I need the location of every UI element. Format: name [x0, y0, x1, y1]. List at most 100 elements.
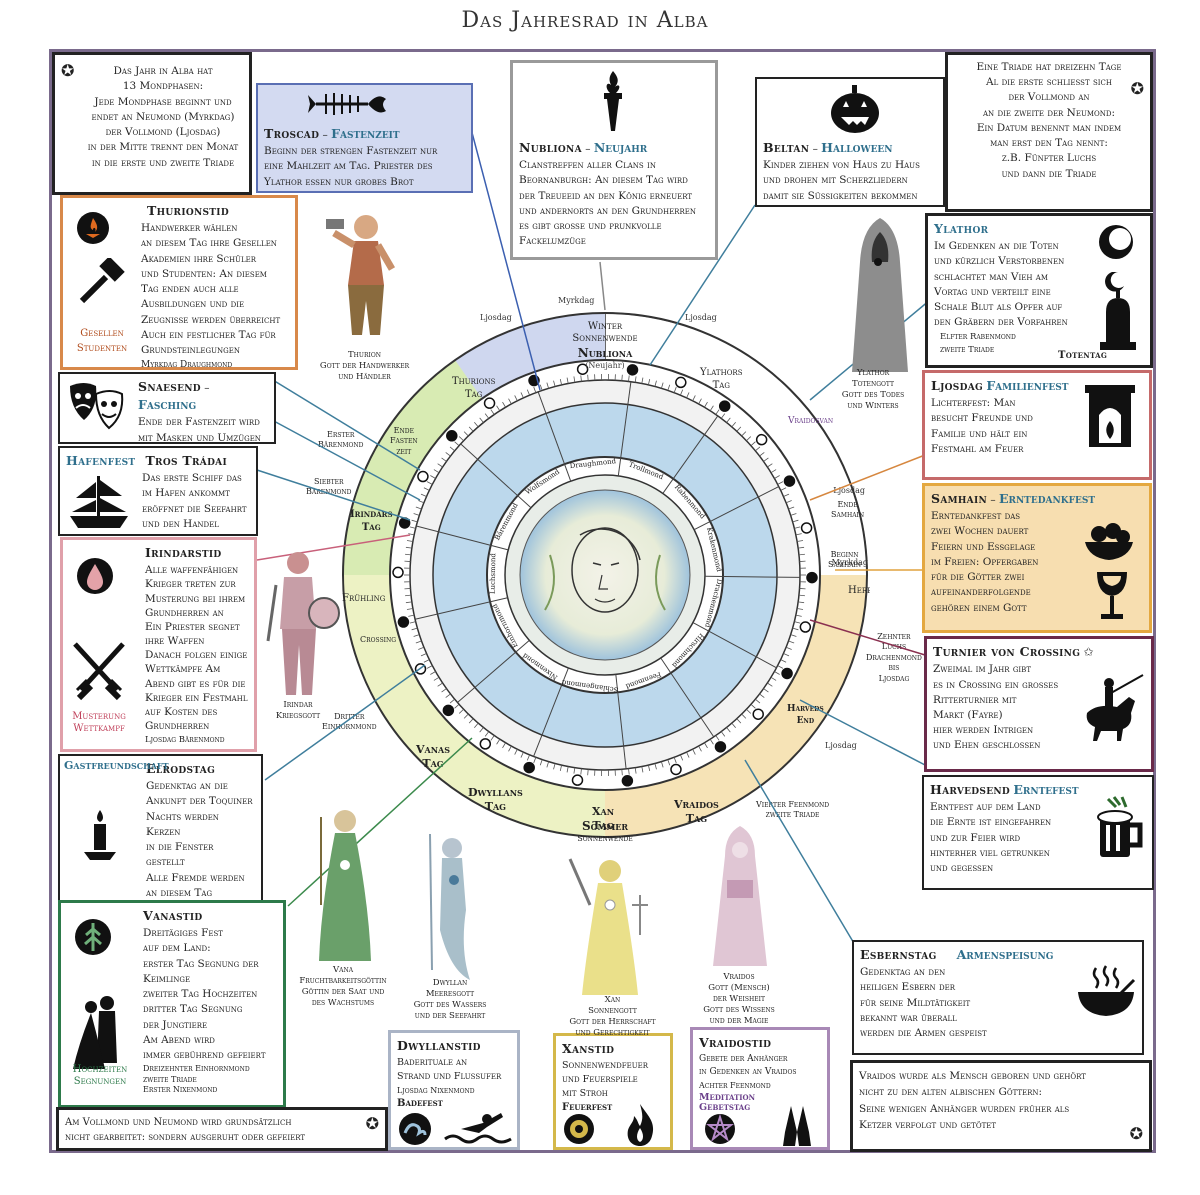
- page-title: Das Jahresrad in Alba: [461, 8, 709, 33]
- thurion-caption: Thurion Gott der Handwerker und Händler: [319, 350, 410, 383]
- day-tick: [526, 754, 530, 761]
- outer-frame: [49, 49, 1156, 1153]
- ljosdag-top-left: Ljosdag: [480, 313, 512, 322]
- nubliona-box: Nubliona – Neujahr Clanstreffen aller Cl…: [510, 60, 718, 260]
- day-tick: [580, 768, 582, 775]
- thurionstid-heading: Thurionstid: [147, 203, 229, 218]
- day-tick: [408, 533, 415, 536]
- soup-bowl-icon: [1078, 965, 1136, 1016]
- irindars-tag-label: Irindars Tag: [350, 509, 393, 533]
- day-tick: [790, 513, 797, 516]
- new-moon-marker: [806, 571, 818, 584]
- day-tick: [520, 751, 524, 758]
- irindar-figure: [266, 552, 340, 695]
- day-tick: [798, 553, 805, 556]
- day-tick: [763, 688, 769, 693]
- ylathor-heading: Ylathor: [934, 221, 989, 236]
- day-tick: [780, 487, 787, 491]
- day-tick: [546, 761, 549, 768]
- day-tick: [731, 422, 736, 428]
- turnier-heading: Turnier von Crossing: [933, 644, 1081, 659]
- nubliona-heading: Nubliona: [519, 140, 582, 155]
- day-tick: [634, 376, 637, 383]
- day-tick: [736, 426, 742, 432]
- day-tick: [750, 441, 756, 446]
- neujahr-label: (Neujahr): [585, 361, 624, 370]
- pumpkin-icon: [831, 85, 879, 133]
- dwyllanstid-heading: Dwyllanstid: [397, 1038, 481, 1053]
- irindarstid-text: Alle waffenfähigen Krieger treten zur Mu…: [145, 564, 248, 733]
- beginn-samhain-label: Beginn Samhain: [828, 550, 862, 570]
- ship-icon: [70, 476, 128, 528]
- day-tick: [406, 540, 413, 542]
- full-moon-marker: [670, 763, 682, 776]
- vraidostid-heading: Vraidostid: [699, 1035, 772, 1050]
- moon-divider: [416, 525, 509, 551]
- dwyllan-figure: [429, 833, 470, 980]
- day-tick: [526, 389, 530, 396]
- moon-divider: [414, 597, 508, 620]
- vraidostid-footer: Achter Feenmond: [699, 1081, 771, 1091]
- beltan-subheading: Halloween: [821, 140, 893, 155]
- troscad-subheading: Fastenzeit: [331, 126, 400, 141]
- day-tick: [798, 594, 805, 597]
- moon-divider: [615, 674, 627, 769]
- vraidos-caption: Vraidos Gott (Mensch) der Weisheit Gott …: [703, 972, 775, 1027]
- day-tick: [580, 375, 582, 382]
- dwyllans-tag-label: Dwyllans Tag: [468, 786, 523, 814]
- day-tick: [468, 718, 474, 724]
- day-tick: [709, 738, 714, 745]
- fruit-bowl-icon: [1085, 523, 1133, 560]
- thurionstid-box: Thurionstid Handwerker wählen an diesem …: [60, 195, 298, 370]
- day-tick: [409, 526, 416, 529]
- vana-figure: [319, 810, 371, 961]
- day-tick: [641, 377, 644, 384]
- hafenfest-heading: Hafenfest: [66, 453, 136, 468]
- day-tick: [430, 671, 436, 675]
- crescent-moon-icon: [1099, 225, 1133, 259]
- day-tick: [405, 594, 412, 597]
- day-tick: [502, 401, 506, 408]
- harvedsend-subheading: Erntefest: [1013, 782, 1079, 797]
- turnier-box: Turnier von Crossing ✩ Zweimal im Jahr g…: [924, 636, 1154, 772]
- day-tick: [508, 745, 512, 752]
- beer-mug-icon: [1097, 796, 1143, 857]
- mondphasen-text: Das Jahr in Alba hat 13 Mondphasen: Jede…: [87, 65, 239, 169]
- day-tick: [449, 698, 455, 704]
- day-tick: [449, 446, 455, 452]
- day-tick: [794, 526, 801, 529]
- esbernstag-heading: Esbernstag: [860, 947, 937, 962]
- dwyllanstid-box: Dwyllanstid Baderituale an Strand und Fl…: [388, 1030, 520, 1150]
- crossing-label: Crossing: [360, 635, 396, 644]
- day-tick: [774, 475, 780, 479]
- troscad-box: Troscad – Fastenzeit Beginn der strengen…: [256, 83, 473, 193]
- day-tick: [797, 540, 804, 542]
- esbernstag-text: Gedenktag an den heiligen Esbern der für…: [860, 966, 987, 1040]
- beltan-heading: Beltan: [763, 140, 810, 155]
- day-tick: [413, 634, 420, 637]
- ylathors-tag-label: Ylathors Tag: [700, 367, 743, 391]
- beltan-box: Beltan – Halloween Kinder ziehen von Hau…: [755, 77, 945, 207]
- full-moon-marker: [675, 376, 687, 389]
- hafenfest-text: Das erste Schiff das im Hafen ankommt er…: [142, 472, 247, 530]
- day-tick: [433, 469, 440, 474]
- vraidosvan-label: Vraidosvan: [787, 416, 833, 426]
- day-tick: [692, 395, 696, 401]
- day-tick: [496, 738, 501, 745]
- day-tick: [418, 646, 425, 650]
- day-tick: [405, 601, 412, 604]
- day-tick: [783, 653, 790, 657]
- day-tick: [746, 436, 752, 442]
- day-tick: [783, 493, 790, 497]
- new-moon-marker: [626, 364, 639, 376]
- day-tick: [430, 475, 436, 479]
- vraidos-note-text: Vraidos wurde als Mensch geboren und geh…: [859, 1070, 1086, 1131]
- new-moon-marker: [442, 704, 455, 717]
- star-icon: ✪: [1130, 79, 1144, 98]
- day-tick: [767, 682, 773, 687]
- day-tick: [553, 763, 556, 770]
- day-tick: [508, 398, 512, 405]
